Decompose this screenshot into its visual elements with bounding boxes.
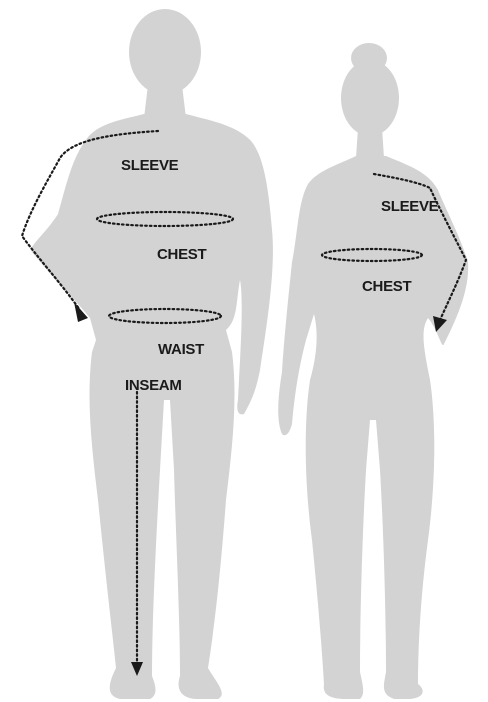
male-waist-label: WAIST xyxy=(158,341,204,358)
female-chest-label: CHEST xyxy=(362,278,411,295)
female-figure: SLEEVE CHEST xyxy=(278,43,468,699)
male-figure: SLEEVE CHEST WAIST INSEAM xyxy=(22,9,273,699)
male-chest-label: CHEST xyxy=(157,246,206,263)
male-inseam-label: INSEAM xyxy=(125,377,182,394)
male-sleeve-label: SLEEVE xyxy=(121,157,179,174)
female-silhouette xyxy=(278,43,468,699)
male-silhouette xyxy=(31,9,273,699)
female-sleeve-label: SLEEVE xyxy=(381,198,439,215)
